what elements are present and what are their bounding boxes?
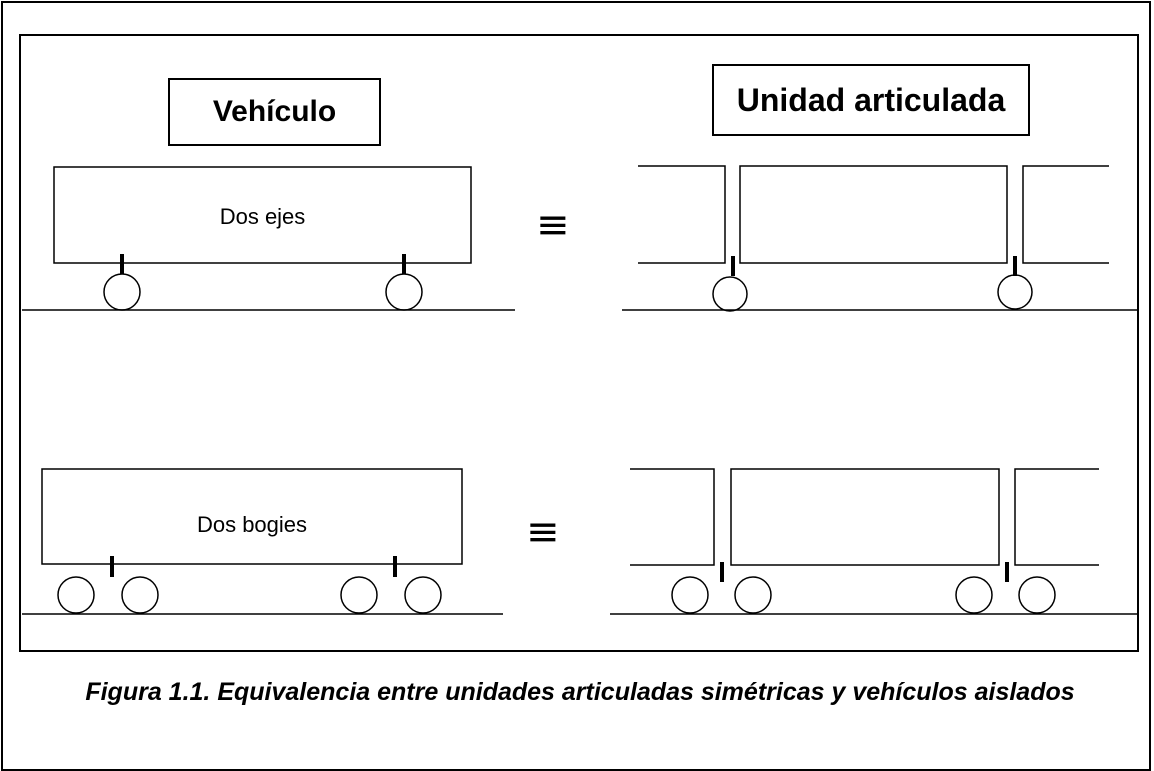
vehicle-heading: Vehículo [168,78,381,146]
wheel [121,576,159,614]
two-bogie-vehicle [22,468,503,615]
wheel [997,274,1033,310]
center-car-body [739,165,1008,264]
wheel [734,576,772,614]
articulated-unit-axles [622,165,1139,312]
wheel [671,576,709,614]
center-car-body [730,468,1000,566]
wheel [404,576,442,614]
articulated-unit-heading: Unidad articulada [712,64,1030,136]
wheel [340,576,378,614]
figure-panel [19,34,1139,652]
wheel [385,273,423,311]
wheel [57,576,95,614]
wheel [712,276,748,312]
left-car-fragment [638,165,726,264]
right-car-fragment [1022,165,1109,264]
equivalence-symbol: ≡ [536,202,570,248]
figure-caption: Figura 1.1. Equivalencia entre unidades … [85,678,1075,706]
vehicle-body [53,166,472,264]
two-axles-label: Dos ejes [219,204,306,229]
wheel [1018,576,1056,614]
equivalence-symbol: ≡ [526,509,560,555]
vehicle-body [41,468,463,565]
right-car-fragment [1014,468,1099,566]
wheel [103,273,141,311]
two-axle-vehicle [22,166,515,311]
left-car-fragment [630,468,715,566]
two-bogies-label: Dos bogies [196,512,308,537]
wheel [955,576,993,614]
articulated-unit-bogies [610,468,1139,615]
